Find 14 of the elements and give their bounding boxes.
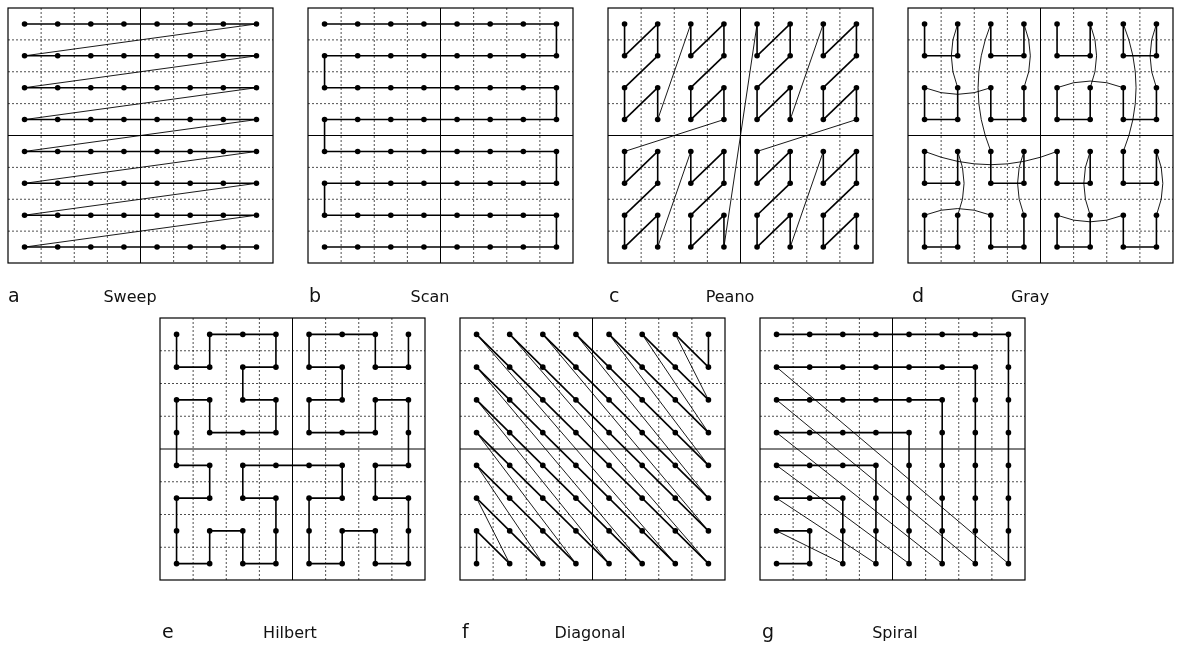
panel-letter: g [762, 620, 775, 642]
panel-letter: e [162, 620, 174, 642]
panel-letter: b [309, 284, 322, 306]
panel-title: Scan [410, 287, 450, 306]
panel-letter: d [912, 284, 925, 306]
panel-title: Gray [1010, 287, 1050, 306]
panel-title: Diagonal [554, 623, 626, 642]
panel-title: Spiral [872, 623, 918, 642]
panel-title: Peano [705, 287, 755, 306]
panel-letter: a [8, 284, 20, 306]
panel-letter: c [609, 284, 620, 306]
panel-letter: f [462, 620, 469, 642]
panel-title: Hilbert [263, 623, 317, 642]
panel-title: Sweep [103, 287, 157, 306]
